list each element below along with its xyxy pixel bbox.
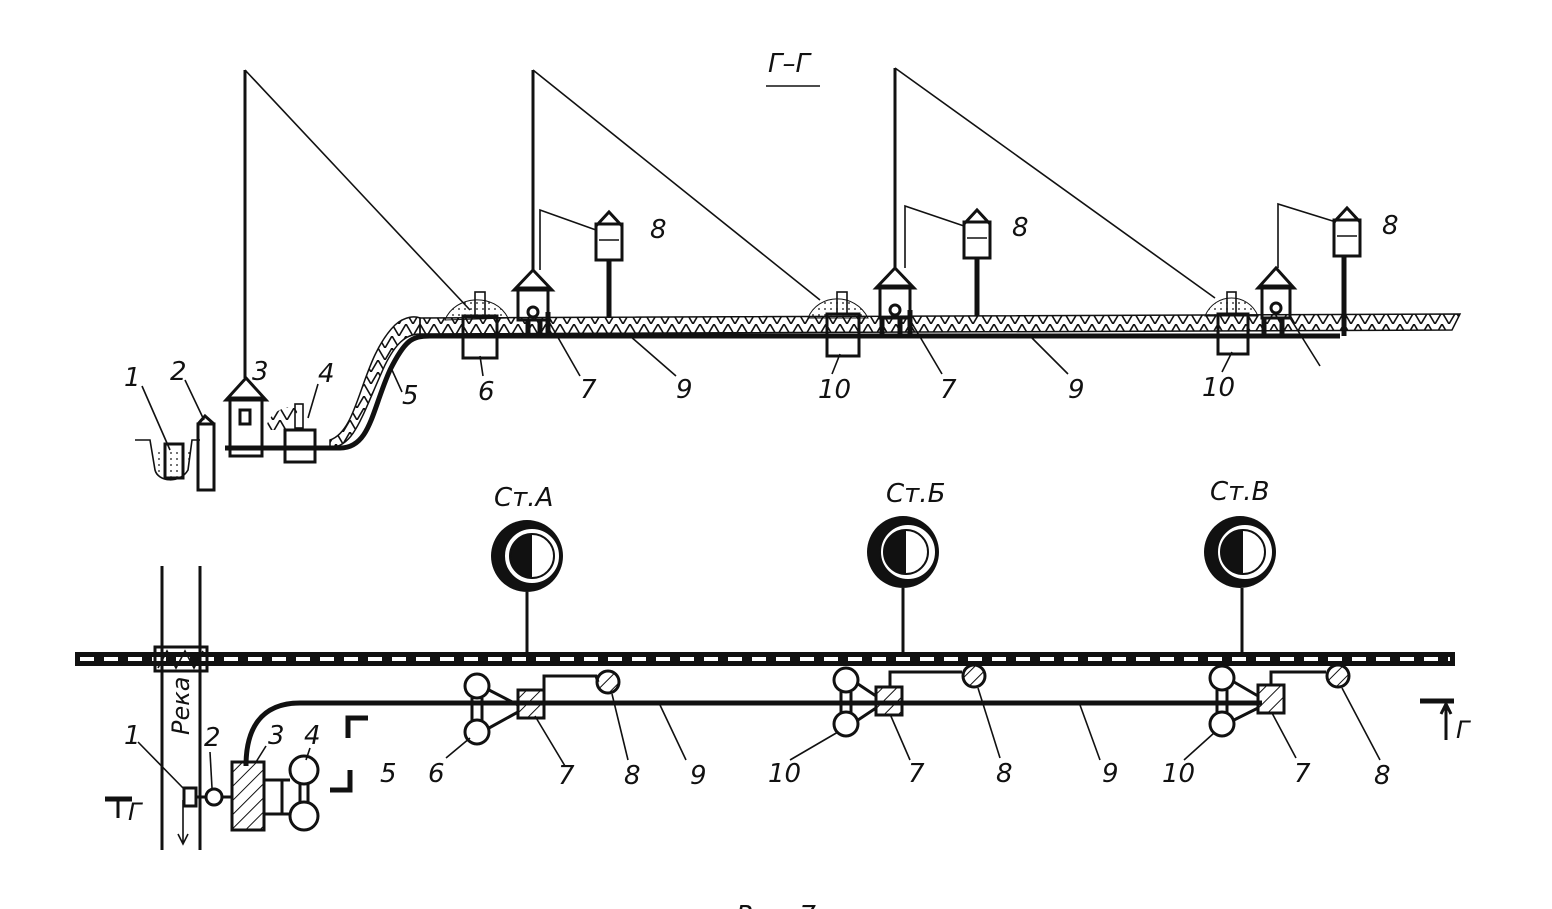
label-6-plan: 6 <box>428 759 445 789</box>
pipeline-5-plan <box>243 700 1262 767</box>
label-1-profile: 1 <box>124 363 141 393</box>
water-tower-8-c <box>1277 202 1362 336</box>
water-tower-8-b <box>904 204 992 316</box>
label-3-plan: 3 <box>268 721 285 751</box>
river-plan: Река <box>153 566 209 850</box>
label-5-profile: 5 <box>402 381 419 411</box>
svg-text:Г–Г: Г–Г <box>768 49 812 79</box>
label-1-plan: 1 <box>124 721 141 751</box>
figure-caption: Рис. 7 <box>736 901 816 909</box>
tank-10-b <box>1204 291 1259 356</box>
label-9a-plan: 9 <box>690 761 707 791</box>
railway-line <box>75 652 1455 666</box>
label-10a-profile: 10 <box>818 375 851 405</box>
section-title: Г–Г <box>766 49 820 87</box>
station-label-a: Ст.А <box>494 483 553 513</box>
label-4-profile: 4 <box>318 359 335 389</box>
pump-station-7-c <box>1254 265 1298 336</box>
intake-plan <box>182 754 320 832</box>
tank-10-a <box>807 291 869 358</box>
station-label-v: Ст.В <box>1210 477 1269 507</box>
section-marker-left: Г <box>105 715 368 826</box>
label-4-plan: 4 <box>304 721 321 751</box>
pump-station-7-a <box>510 69 821 336</box>
water-tower-8-a <box>539 208 624 318</box>
label-7c-plan: 7 <box>1294 759 1311 789</box>
label-10b-profile: 10 <box>1202 373 1235 403</box>
label-7b-profile: 7 <box>940 375 957 405</box>
label-9b-plan: 9 <box>1102 759 1119 789</box>
profile-callouts: 1 2 3 4 5 6 7 9 10 7 9 10 8 8 8 <box>124 211 1399 451</box>
ground-surface <box>329 313 1462 449</box>
label-9a-profile: 9 <box>676 375 693 405</box>
station-a-plan-units <box>463 669 621 746</box>
label-7a-profile: 7 <box>580 375 597 405</box>
label-10a-plan: 10 <box>768 759 801 789</box>
svg-text:Г: Г <box>1456 716 1471 744</box>
station-b-plan-units <box>832 663 987 738</box>
station-a: Ст.А <box>491 483 563 652</box>
label-9b-profile: 9 <box>1068 375 1085 405</box>
label-8c-plan: 8 <box>1374 761 1391 791</box>
station-b: Ст.Б <box>867 479 945 652</box>
label-3-profile: 3 <box>252 357 269 387</box>
station-label-b: Ст.Б <box>886 479 945 509</box>
label-8a-profile: 8 <box>650 215 667 245</box>
river-label: Река <box>167 677 195 735</box>
label-5-plan: 5 <box>380 759 397 789</box>
pump-house-3 <box>222 69 471 458</box>
label-10b-plan: 10 <box>1162 759 1195 789</box>
station-v-plan-units <box>1208 663 1351 738</box>
label-7b-plan: 7 <box>908 759 925 789</box>
label-6-profile: 6 <box>478 377 495 407</box>
pipeline-5-profile <box>225 333 1340 451</box>
svg-text:Г: Г <box>128 798 143 826</box>
river-intake-profile <box>135 413 216 492</box>
plan-callouts: 1 2 3 4 5 6 7 8 9 10 7 8 9 10 7 8 <box>124 687 1391 791</box>
label-7a-plan: 7 <box>558 761 575 791</box>
label-8c-profile: 8 <box>1382 211 1399 241</box>
label-2-profile: 2 <box>170 357 187 387</box>
label-2-plan: 2 <box>204 723 221 753</box>
label-8a-plan: 8 <box>624 761 641 791</box>
section-marker-right: Г <box>1420 698 1471 744</box>
reservoir-4 <box>265 403 317 464</box>
station-v: Ст.В <box>1204 477 1276 652</box>
pump-station-7-b <box>872 67 1216 336</box>
label-8b-profile: 8 <box>1012 213 1029 243</box>
label-8b-plan: 8 <box>996 759 1013 789</box>
